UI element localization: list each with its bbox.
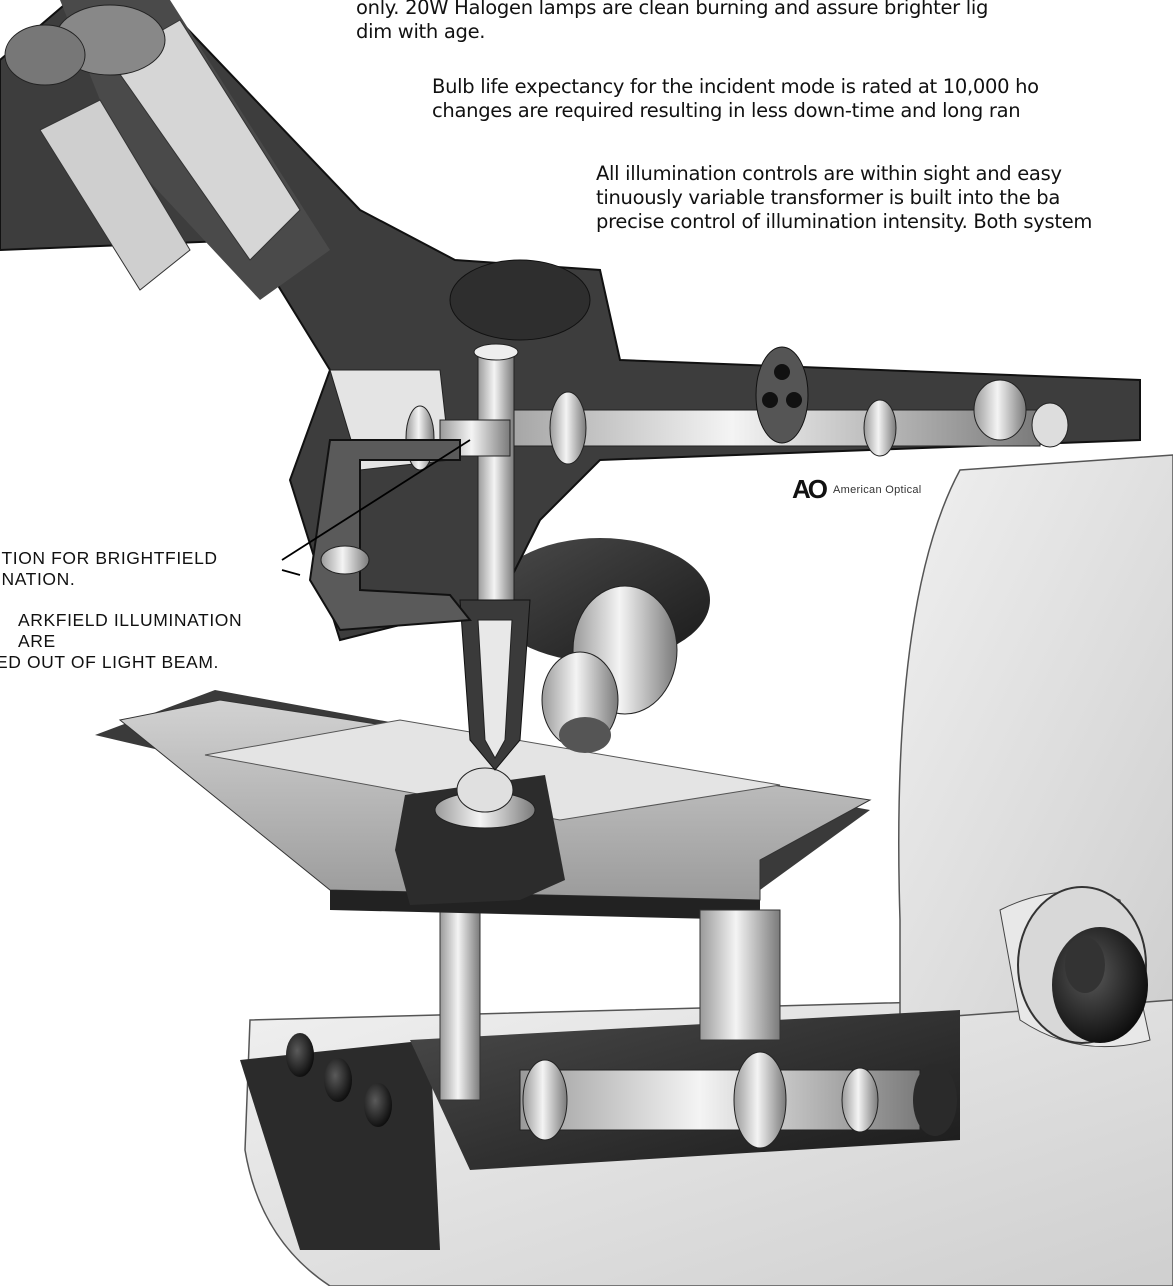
callout-brightfield: ITION FOR BRIGHTFIELD INATION.: [0, 548, 218, 590]
body-paragraph-bulb-life: Bulb life expectancy for the incident mo…: [432, 75, 1039, 123]
text-line: only. 20W Halogen lamps are clean burnin…: [356, 0, 989, 19]
condenser-cutaway: [395, 767, 781, 1041]
callout-line: INATION.: [0, 569, 76, 589]
text-line: changes are required resulting in less d…: [432, 99, 1021, 122]
callout-line: ITION FOR BRIGHTFIELD: [0, 548, 218, 568]
illuminator-cutaway: [479, 346, 1069, 465]
ao-logo-mark: AO: [792, 474, 828, 504]
text-line: Bulb life expectancy for the incident mo…: [432, 75, 1039, 98]
ao-logo-text: American Optical: [833, 483, 922, 496]
callout-line: ARE: [18, 631, 56, 651]
text-line: All illumination controls are within sig…: [596, 162, 1062, 185]
microscope-head: [0, 0, 1141, 642]
text-line: dim with age.: [356, 20, 486, 43]
callout-leader-lines: [281, 439, 471, 576]
text-line: tinuously variable transformer is built …: [596, 186, 1061, 209]
focus-knob: [1017, 886, 1148, 1044]
american-optical-logo: AO American Optical: [792, 474, 922, 505]
body-paragraph-lamps: only. 20W Halogen lamps are clean burnin…: [356, 0, 988, 44]
body-paragraph-controls: All illumination controls are within sig…: [596, 162, 1092, 234]
callout-line: ARKFIELD ILLUMINATION: [18, 610, 243, 630]
callout-darkfield: ARKFIELD ILLUMINATION ARE ED OUT OF LIGH…: [0, 610, 242, 673]
light-path-lower: [410, 859, 960, 1170]
brightfield-darkfield-slider: [308, 439, 472, 632]
light-path-vertical: [405, 343, 531, 771]
objective-turret: [490, 538, 710, 753]
text-line: precise control of illumination intensit…: [596, 210, 1093, 233]
callout-line: ED OUT OF LIGHT BEAM.: [0, 652, 219, 672]
